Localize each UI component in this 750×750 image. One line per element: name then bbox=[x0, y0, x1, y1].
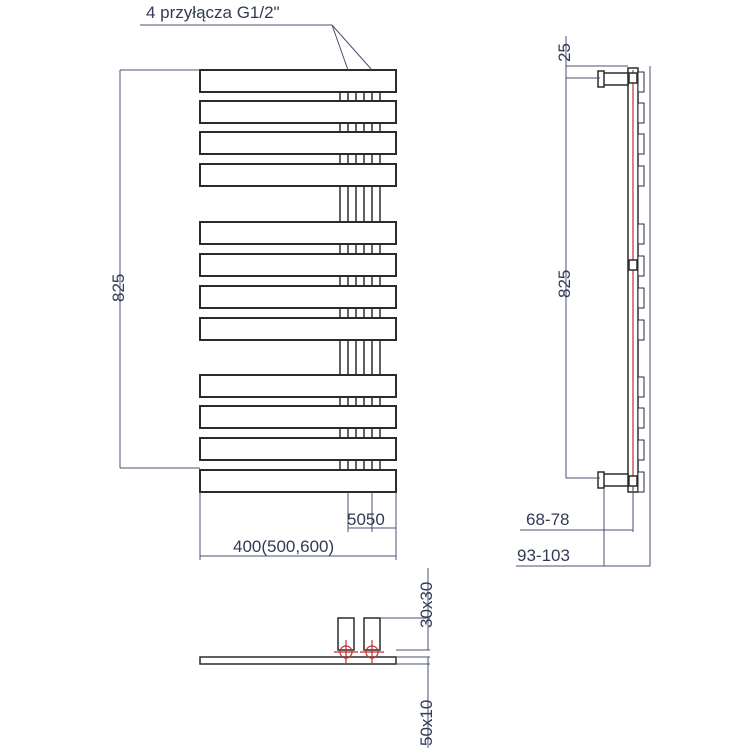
radiator-bar bbox=[199, 163, 397, 187]
width-label: 400(500,600) bbox=[233, 537, 334, 556]
middle-fitting bbox=[628, 259, 638, 271]
bar-section bbox=[199, 656, 397, 665]
top-wall-plate bbox=[597, 70, 605, 88]
radiator-bar bbox=[199, 469, 397, 493]
height-front-label: 825 bbox=[109, 274, 128, 302]
leader-line bbox=[331, 24, 349, 71]
front-view: 4 przyłącza G1/2" 825 5050 400(500,600) bbox=[109, 3, 397, 560]
side-bar-segment bbox=[637, 407, 645, 429]
bottom-fitting bbox=[628, 475, 638, 487]
side-bar-segment bbox=[637, 471, 645, 493]
depth-inner-label: 68-78 bbox=[526, 510, 569, 529]
radiator-bar bbox=[199, 221, 397, 245]
top-fitting bbox=[628, 72, 638, 84]
radiator-bars bbox=[199, 69, 397, 493]
radiator-bar bbox=[199, 374, 397, 398]
depth-outer-label: 93-103 bbox=[517, 546, 570, 565]
side-bar-segment bbox=[637, 255, 645, 277]
leader-line bbox=[331, 24, 373, 71]
pipe-section-label: 30x30 bbox=[417, 582, 436, 628]
side-bar-segment bbox=[637, 376, 645, 398]
side-bar-segment bbox=[637, 71, 645, 93]
side-view: 25 825 68-78 93-103 bbox=[516, 36, 651, 567]
radiator-bar bbox=[199, 285, 397, 309]
radiator-bar bbox=[199, 69, 397, 93]
radiator-bar bbox=[199, 253, 397, 277]
height-side-label: 825 bbox=[555, 270, 574, 298]
bar-section-label: 50x10 bbox=[417, 700, 436, 746]
radiator-bar bbox=[199, 100, 397, 124]
side-bar-segment bbox=[637, 102, 645, 124]
bottom-wall-plate bbox=[597, 471, 605, 489]
connections-label: 4 przyłącza G1/2" bbox=[146, 3, 280, 22]
side-bar-segment bbox=[637, 287, 645, 309]
spacing-label: 5050 bbox=[347, 510, 385, 529]
radiator-bar bbox=[199, 405, 397, 429]
side-bar-profile bbox=[637, 71, 645, 493]
radiator-bar bbox=[199, 437, 397, 461]
top-offset-label: 25 bbox=[555, 43, 574, 62]
side-bar-segment bbox=[637, 319, 645, 341]
radiator-bar bbox=[199, 131, 397, 155]
side-bar-segment bbox=[637, 223, 645, 245]
side-bar-segment bbox=[637, 439, 645, 461]
side-bar-segment bbox=[637, 133, 645, 155]
radiator-bar bbox=[199, 317, 397, 341]
connection-marks bbox=[334, 640, 384, 664]
bottom-view: 30x30 50x10 bbox=[199, 568, 436, 748]
side-bar-segment bbox=[637, 165, 645, 187]
